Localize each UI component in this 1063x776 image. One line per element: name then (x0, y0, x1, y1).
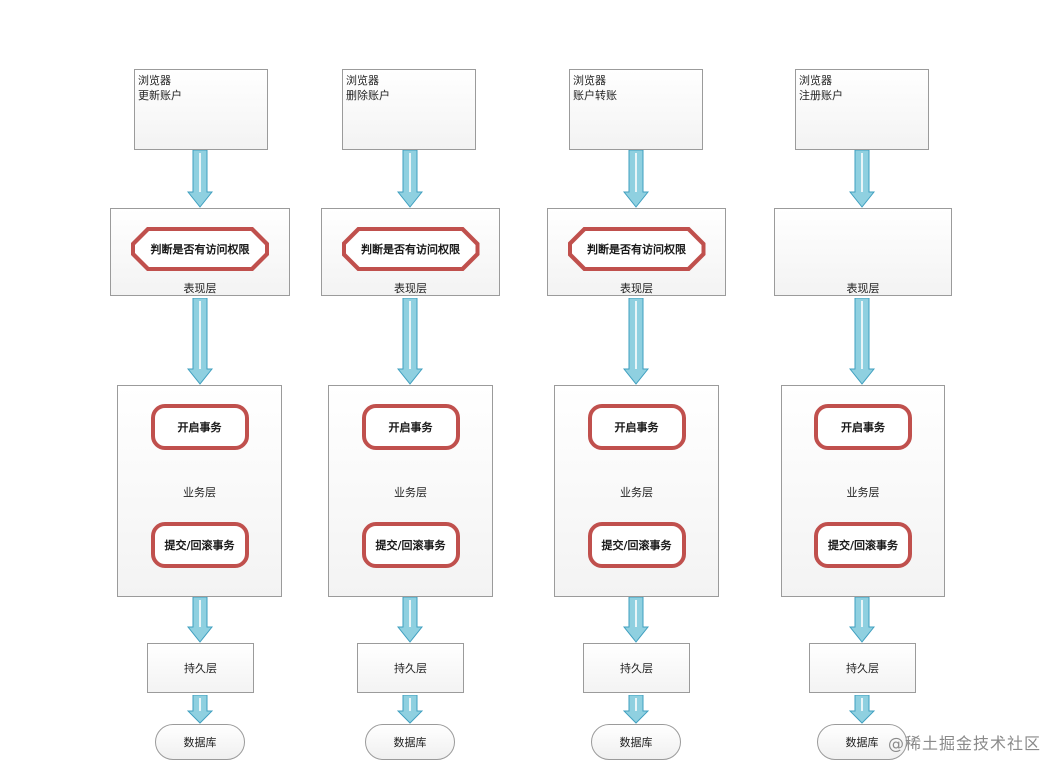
persistence-layer-box: 持久层 (809, 643, 916, 693)
persistence-layer-box: 持久层 (583, 643, 690, 693)
arrow-down-icon (849, 597, 875, 643)
database-node: 数据库 (155, 724, 245, 760)
business-layer-label: 业务层 (394, 486, 427, 499)
presentation-layer-label: 表现层 (620, 282, 653, 295)
begin-transaction-node: 开启事务 (150, 404, 249, 450)
browser-text: 浏览器更新账户 (138, 73, 182, 103)
presentation-layer-box: 判断是否有访问权限表现层 (321, 208, 500, 296)
operation-label: 账户转账 (573, 89, 617, 102)
persistence-layer-box: 持久层 (357, 643, 464, 693)
operation-label: 注册账户 (799, 89, 843, 102)
commit-rollback-node: 提交/回滚事务 (587, 522, 686, 568)
auth-check-label: 判断是否有访问权限 (572, 231, 702, 267)
browser-box: 浏览器删除账户 (342, 69, 476, 150)
arrow-down-icon (849, 150, 875, 208)
browser-text: 浏览器删除账户 (346, 73, 390, 103)
arrow-down-icon (187, 150, 213, 208)
watermark: @稀土掘金技术社区 (887, 734, 1041, 753)
persistence-layer-box: 持久层 (147, 643, 254, 693)
business-layer-box: 开启事务业务层提交/回滚事务 (554, 385, 719, 597)
commit-rollback-node: 提交/回滚事务 (150, 522, 249, 568)
browser-box: 浏览器注册账户 (795, 69, 929, 150)
begin-transaction-node: 开启事务 (814, 404, 912, 450)
operation-label: 删除账户 (346, 89, 390, 102)
presentation-layer-box: 判断是否有访问权限表现层 (110, 208, 290, 296)
business-layer-label: 业务层 (620, 486, 653, 499)
browser-label: 浏览器 (346, 74, 379, 87)
business-layer-box: 开启事务业务层提交/回滚事务 (117, 385, 282, 597)
arrow-down-icon (623, 150, 649, 208)
presentation-layer-box: 判断是否有访问权限表现层 (547, 208, 726, 296)
business-layer-label: 业务层 (183, 486, 216, 499)
arrow-down-icon (623, 597, 649, 643)
presentation-layer-box: 表现层 (774, 208, 952, 296)
operation-label: 更新账户 (138, 89, 182, 102)
commit-rollback-node: 提交/回滚事务 (361, 522, 460, 568)
auth-check-label: 判断是否有访问权限 (135, 231, 265, 267)
presentation-layer-label: 表现层 (394, 282, 427, 295)
browser-label: 浏览器 (138, 74, 171, 87)
business-layer-box: 开启事务业务层提交/回滚事务 (328, 385, 493, 597)
browser-box: 浏览器更新账户 (134, 69, 268, 150)
arrow-down-icon (187, 298, 213, 385)
auth-check-label: 判断是否有访问权限 (346, 231, 476, 267)
database-node: 数据库 (365, 724, 455, 760)
arrow-down-icon (623, 695, 649, 724)
arrow-down-icon (397, 150, 423, 208)
begin-transaction-node: 开启事务 (587, 404, 686, 450)
arrow-down-icon (397, 298, 423, 385)
auth-check-node: 判断是否有访问权限 (131, 227, 269, 271)
auth-check-node: 判断是否有访问权限 (568, 227, 706, 271)
arrow-down-icon (849, 298, 875, 385)
presentation-layer-label: 表现层 (846, 282, 880, 295)
database-node: 数据库 (817, 724, 907, 760)
business-layer-label: 业务层 (846, 486, 880, 499)
business-layer-box: 开启事务业务层提交/回滚事务 (781, 385, 945, 597)
auth-check-node: 判断是否有访问权限 (342, 227, 480, 271)
arrow-down-icon (397, 597, 423, 643)
arrow-down-icon (187, 597, 213, 643)
begin-transaction-node: 开启事务 (361, 404, 460, 450)
commit-rollback-node: 提交/回滚事务 (814, 522, 912, 568)
arrow-down-icon (849, 695, 875, 724)
arrow-down-icon (187, 695, 213, 724)
browser-box: 浏览器账户转账 (569, 69, 703, 150)
arrow-down-icon (397, 695, 423, 724)
presentation-layer-label: 表现层 (183, 282, 217, 295)
browser-label: 浏览器 (799, 74, 832, 87)
browser-text: 浏览器注册账户 (799, 73, 843, 103)
browser-label: 浏览器 (573, 74, 606, 87)
arrow-down-icon (623, 298, 649, 385)
database-node: 数据库 (591, 724, 681, 760)
browser-text: 浏览器账户转账 (573, 73, 617, 103)
